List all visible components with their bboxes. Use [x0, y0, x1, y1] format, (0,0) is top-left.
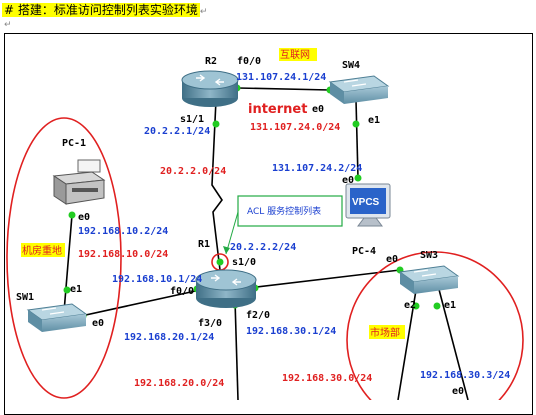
r1-f20-address: 192.168.30.1/24 [246, 326, 336, 337]
r1-f30-label: f3/0 [198, 318, 222, 329]
dot-sw4-e1 [352, 120, 360, 128]
dot-pc4-e0 [354, 174, 362, 182]
paragraph-mark: ↵ [199, 7, 208, 17]
sw3-host-address: 192.168.30.3/24 [420, 370, 510, 381]
sw4-e0-label: e0 [312, 104, 324, 115]
net20-network: 192.168.20.0/24 [134, 378, 224, 389]
acl-label: ACL 服务控制列表 [247, 205, 321, 217]
r1-f00-label: f0/0 [170, 286, 194, 297]
page-heading: # 搭建：标准访问控制列表实验环境↵ [2, 2, 207, 18]
dot-sw3-e1 [433, 302, 441, 310]
sw4-e1-label: e1 [368, 115, 380, 126]
internet-label: internet [248, 102, 307, 117]
sw4-name: SW4 [342, 60, 360, 71]
dot-sw3-e2 [412, 302, 420, 310]
internet-zh-highlight [279, 48, 317, 61]
r2-router-icon [181, 70, 239, 107]
r2-s11-label: s1/1 [180, 114, 204, 125]
internet-network: 131.107.24.0/24 [250, 122, 340, 133]
pc1-e0-label: e0 [78, 212, 90, 223]
r2-name: R2 [205, 56, 217, 67]
sw3-name: SW3 [420, 250, 438, 261]
pc4-address: 131.107.24.2/24 [272, 163, 362, 174]
pc4-name: PC-4 [352, 246, 376, 257]
sw3-e1-label: e1 [444, 300, 456, 311]
acl-callout [223, 195, 343, 255]
link-sw3-e2 [397, 277, 419, 400]
heading-text: 搭建：标准访问控制列表实验环境 [17, 3, 198, 17]
r2-f00-address: 131.107.24.1/24 [236, 72, 326, 83]
r1-f00-address: 192.168.10.1/24 [112, 274, 202, 285]
link-pc1-sw1 [63, 214, 73, 313]
r1-s10-label: s1/0 [232, 257, 256, 268]
net30-network: 192.168.30.0/24 [282, 373, 372, 384]
server-room-ellipse [6, 117, 122, 399]
net10-network: 192.168.10.0/24 [78, 249, 168, 260]
r1-s10-address: 20.2.2.2/24 [230, 242, 296, 253]
link-r1-f30 [234, 299, 239, 400]
r1-name: R1 [198, 239, 210, 250]
sw3-switch-icon [398, 265, 460, 294]
market-dept-highlight [369, 325, 405, 339]
vpcs-label: VPCS [352, 197, 380, 208]
pc1-name: PC-1 [62, 138, 86, 149]
market-dept-ellipse [346, 251, 524, 400]
link-r1-sw3 [247, 269, 401, 289]
r1-router-icon [195, 269, 257, 308]
sw1-e1-label: e1 [70, 284, 82, 295]
link-r2-sw4 [237, 87, 331, 91]
dot-r1-s10 [216, 258, 224, 266]
link-sw3-e1 [435, 277, 469, 400]
internet-zh-label: 互联网 [280, 49, 310, 61]
pc1-host-icon [52, 159, 106, 205]
sw4-switch-icon [328, 75, 390, 104]
bottom-e0-label: e0 [452, 386, 464, 397]
links [63, 87, 469, 400]
sw3-e2-label: e2 [404, 300, 416, 311]
pc4-monitor-icon [345, 183, 391, 227]
sw1-switch-icon [26, 303, 88, 332]
sw3-e0-label: e0 [386, 254, 398, 265]
paragraph-mark-2: ↵ [4, 20, 12, 30]
heading-prefix: # [4, 3, 15, 17]
sw1-e0-label: e0 [92, 318, 104, 329]
network-diagram: R2 R1 SW4 SW1 SW3 PC-1 PC-4 VPCS f0/0 s1… [6, 48, 524, 400]
r2-s11-address: 20.2.2.1/24 [144, 126, 210, 137]
server-room-label: 机房重地 [22, 244, 62, 257]
sw1-name: SW1 [16, 292, 34, 303]
dot-r2-s11 [212, 120, 220, 128]
dot-pc1-e0 [68, 211, 76, 219]
pc1-address: 192.168.10.2/24 [78, 226, 168, 237]
server-room-highlight [21, 243, 65, 257]
link-r2-r1-serial [211, 99, 223, 271]
r1-f20-label: f2/0 [246, 310, 270, 321]
link-sw4-pc4 [355, 99, 359, 179]
serial-network: 20.2.2.0/24 [160, 166, 226, 177]
market-dept-label: 市场部 [370, 326, 400, 339]
r1-f30-address: 192.168.20.1/24 [124, 332, 214, 343]
dot-sw1-e1 [63, 286, 71, 294]
link-r1-sw1 [71, 289, 201, 319]
r2-f00-label: f0/0 [237, 56, 261, 67]
pc4-e0-label: e0 [342, 175, 354, 186]
